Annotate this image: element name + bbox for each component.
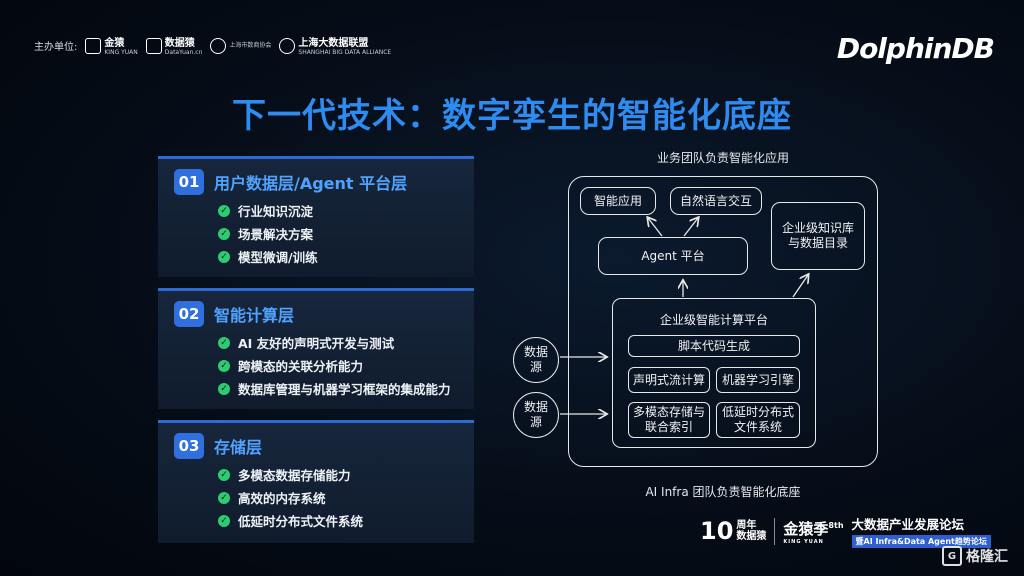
arrow-agent-to-nl <box>683 218 698 237</box>
association-logo-icon <box>210 37 227 54</box>
smart-app-box: 智能应用 <box>580 187 656 215</box>
ml-engine-box: 机器学习引擎 <box>716 367 800 393</box>
multimodal-storage-box: 多模态存储与 联合索引 <box>628 402 710 438</box>
check-icon: ✓ <box>218 227 230 240</box>
arrow-compute-to-kb <box>792 275 808 298</box>
ai-infra-team-label: AI Infra 团队负责智能化底座 <box>645 485 801 499</box>
slide-title: 下一代技术：数字孪生的智能化底座 <box>232 96 792 136</box>
anniversary-logo: 10 周年 数据猿 <box>700 517 767 545</box>
agent-platform-box: Agent 平台 <box>598 237 748 275</box>
card-number: 03 <box>174 433 204 459</box>
list-item: ✓多模态数据存储能力 <box>218 463 458 486</box>
business-team-label: 业务团队负责智能化应用 <box>656 151 789 165</box>
compute-platform-box: 企业级智能计算平台 <box>612 298 816 448</box>
datayuan-logo-icon <box>145 37 162 54</box>
card-title: 用户数据层/Agent 平台层 <box>214 174 408 193</box>
kingyuan-season-logo: 金猿季8th KING YUAN <box>774 517 844 545</box>
hosts-label: 主办单位: <box>34 42 78 53</box>
alliance-logo-icon <box>279 37 296 54</box>
list-item: ✓AI 友好的声明式开发与测试 <box>218 331 458 354</box>
layer-card-02: 02 智能计算层 ✓AI 友好的声明式开发与测试 ✓跨模态的关联分析能力 ✓数据… <box>158 288 474 409</box>
list-item: ✓场景解决方案 <box>218 222 458 245</box>
card-number: 01 <box>174 169 204 195</box>
check-icon: ✓ <box>218 250 230 263</box>
arrow-agent-to-app <box>648 218 663 237</box>
check-icon: ✓ <box>218 336 230 349</box>
list-item: ✓数据库管理与机器学习框架的集成能力 <box>218 377 458 400</box>
kingyuan-logo-icon <box>85 37 102 54</box>
script-gen-box: 脚本代码生成 <box>628 335 800 357</box>
check-icon: ✓ <box>218 382 230 395</box>
layer-card-01: 01 用户数据层/Agent 平台层 ✓行业知识沉淀 ✓场景解决方案 ✓模型微调… <box>158 156 474 277</box>
check-icon: ✓ <box>218 514 230 527</box>
card-title: 智能计算层 <box>214 306 295 325</box>
list-item: ✓跨模态的关联分析能力 <box>218 354 458 377</box>
gelonghui-logo-icon: G <box>942 546 962 566</box>
card-number: 02 <box>174 301 204 327</box>
outer-system-frame <box>568 176 878 467</box>
list-item: ✓行业知识沉淀 <box>218 199 458 222</box>
data-source-2: 数据 源 <box>513 392 559 438</box>
layer-card-03: 03 存储层 ✓多模态数据存储能力 ✓高效的内存系统 ✓低延时分布式文件系统 <box>158 420 474 543</box>
nl-interaction-box: 自然语言交互 <box>670 187 762 215</box>
knowledge-base-box: 企业级知识库 与数据目录 <box>771 202 865 270</box>
low-latency-fs-box: 低延时分布式 文件系统 <box>716 402 800 438</box>
event-footer: 10 周年 数据猿 金猿季8th KING YUAN 大数据产业发展论坛 暨AI… <box>700 514 991 548</box>
gelonghui-watermark: G 格隆汇 <box>942 546 1008 566</box>
check-icon: ✓ <box>218 468 230 481</box>
check-icon: ✓ <box>218 491 230 504</box>
dolphindb-logo: DolphinDB <box>836 32 995 65</box>
host-logo-shanghai-data-association: 上海市数商协会 <box>210 37 271 54</box>
list-item: ✓高效的内存系统 <box>218 486 458 509</box>
forum-title: 大数据产业发展论坛 暨AI Infra&Data Agent趋势论坛 <box>851 514 991 548</box>
list-item: ✓模型微调/训练 <box>218 245 458 268</box>
list-item: ✓低延时分布式文件系统 <box>218 509 458 532</box>
card-title: 存储层 <box>214 438 263 457</box>
check-icon: ✓ <box>218 204 230 217</box>
check-icon: ✓ <box>218 359 230 372</box>
declarative-stream-box: 声明式流计算 <box>628 367 710 393</box>
data-source-1: 数据 源 <box>513 337 559 383</box>
